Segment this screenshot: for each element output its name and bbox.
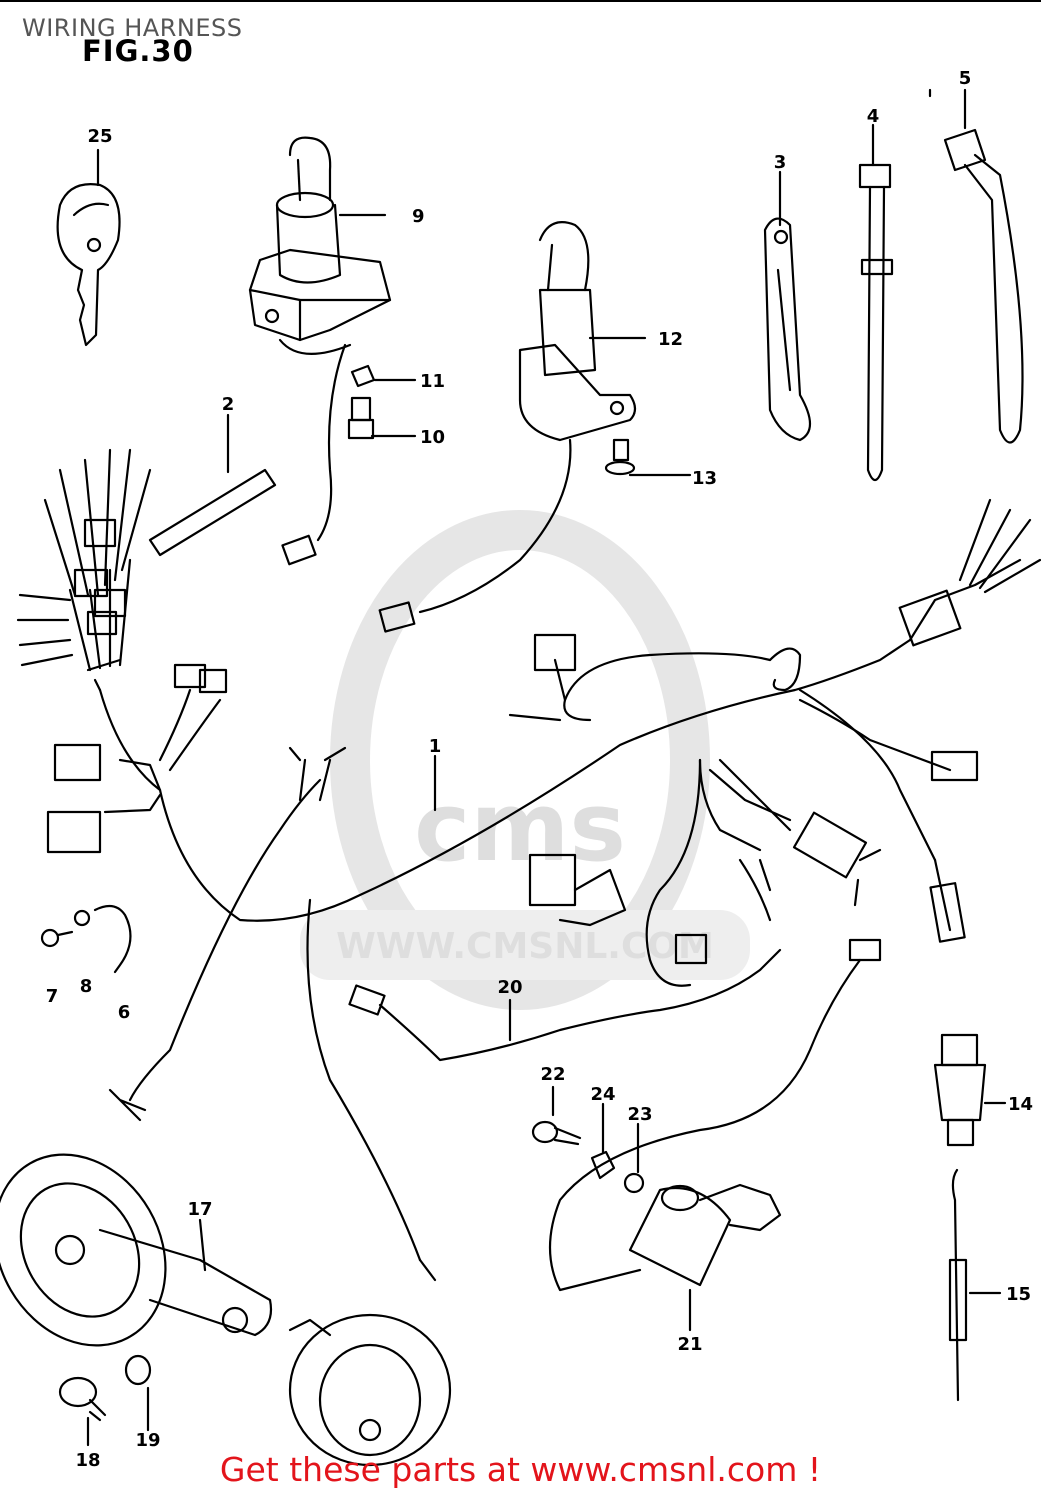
watermark-url: WWW.CMSNL.COM — [336, 926, 714, 967]
clamp-3 — [763, 217, 812, 442]
horn-second — [288, 1313, 452, 1467]
callout-numbers: 25 5 4 3 9 12 11 2 10 13 1 7 8 6 20 22 2… — [46, 68, 1033, 1471]
callout-25: 25 — [87, 126, 112, 147]
callout-2: 2 — [222, 394, 235, 415]
callout-19: 19 — [135, 1430, 160, 1451]
wire-21-loop — [548, 938, 882, 1292]
ignition-switch — [248, 136, 392, 566]
watermark: cms WWW.CMSNL.COM — [300, 510, 750, 1010]
leader-lines — [86, 88, 1007, 1447]
washer-11 — [350, 364, 376, 388]
washer-23 — [623, 1172, 645, 1194]
figure-label: FIG.30 — [82, 34, 194, 68]
callout-23: 23 — [627, 1104, 652, 1125]
ignition-key — [56, 183, 121, 347]
callout-9: 9 — [412, 206, 425, 227]
clamp-5 — [943, 128, 1024, 444]
callout-15: 15 — [1006, 1284, 1031, 1305]
page-title: WIRING HARNESS — [22, 14, 243, 42]
callout-17: 17 — [187, 1199, 212, 1220]
cable-15 — [948, 1168, 968, 1402]
promo-link[interactable]: Get these parts at www.cmsnl.com ! — [219, 1450, 822, 1489]
callout-20: 20 — [497, 977, 522, 998]
top-border — [0, 0, 1041, 2]
steering-lock — [378, 221, 637, 633]
callout-7: 7 — [46, 986, 59, 1007]
washer-8 — [73, 909, 91, 927]
callout-21: 21 — [677, 1334, 702, 1355]
watermark-logo-ring — [330, 510, 710, 1010]
callout-8: 8 — [80, 976, 93, 997]
watermark-logo: cms — [414, 773, 626, 883]
callout-6: 6 — [118, 1002, 131, 1023]
watermark-banner — [300, 910, 750, 980]
callout-10: 10 — [420, 427, 445, 448]
callout-11: 11 — [420, 371, 445, 392]
switch-21 — [628, 1183, 782, 1287]
washer-19 — [124, 1354, 152, 1386]
main-harness-1 — [16, 448, 1041, 1282]
callout-1: 1 — [429, 736, 442, 757]
callout-18: 18 — [75, 1450, 100, 1471]
callout-14: 14 — [1008, 1094, 1033, 1115]
sub-harness-20 — [348, 948, 782, 1062]
screw-7 — [40, 928, 74, 948]
band-4 — [858, 163, 894, 482]
bolt-22 — [531, 1120, 582, 1146]
callout-4: 4 — [867, 106, 880, 127]
harness-band-2 — [148, 468, 277, 557]
callout-13: 13 — [692, 468, 717, 489]
callout-24: 24 — [590, 1084, 615, 1105]
neutral-switch-14 — [933, 1033, 987, 1147]
callout-22: 22 — [540, 1064, 565, 1085]
ground-wire-6 — [93, 904, 132, 974]
callout-3: 3 — [774, 152, 787, 173]
screw-13 — [604, 438, 636, 476]
nut-24 — [590, 1150, 616, 1180]
callout-12: 12 — [658, 329, 683, 350]
callout-5: 5 — [959, 68, 972, 89]
bolt-18 — [58, 1376, 107, 1422]
bolt-10 — [347, 396, 375, 440]
horn-17 — [0, 1153, 273, 1347]
